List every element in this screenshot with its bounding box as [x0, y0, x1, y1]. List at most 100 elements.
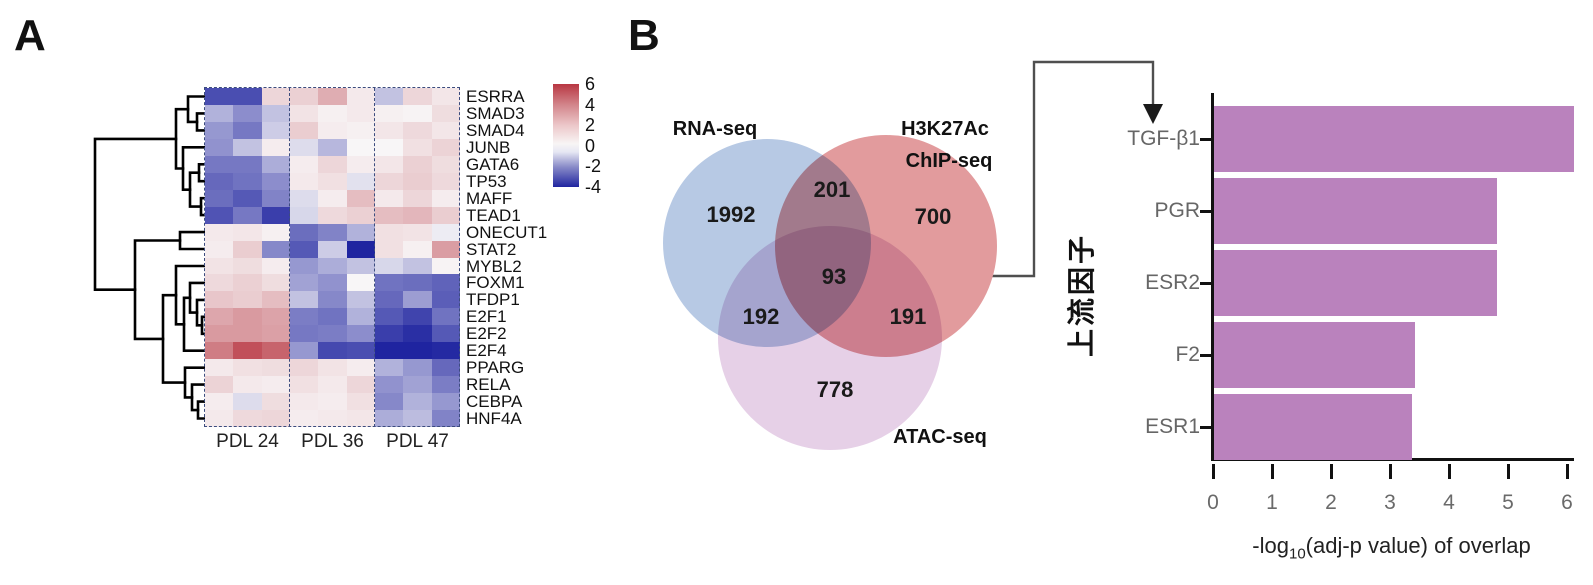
- heatmap-cell-RELA-c1: [233, 376, 262, 394]
- x-axis-tick-label: 0: [1207, 491, 1219, 514]
- x-axis-tick: [1270, 464, 1274, 479]
- heatmap-cell-CEBPA-c8: [431, 393, 460, 411]
- heatmap: [205, 88, 460, 427]
- heatmap-cell-RELA-c8: [431, 376, 460, 394]
- heatmap-cell-ONECUT1-c2: [261, 223, 290, 241]
- venn-count-all-three: 93: [821, 264, 847, 289]
- bar-chart-plot-area: [1211, 93, 1574, 461]
- heatmap-cell-STAT2-c7: [403, 240, 432, 258]
- heatmap-cell-ESRRA-c6: [375, 88, 404, 105]
- heatmap-cell-MYBL2-c5: [346, 257, 375, 275]
- heatmap-cell-TFDP1-c0: [205, 291, 234, 309]
- heatmap-cell-TEAD1-c7: [403, 206, 432, 224]
- gene-label: MYBL2: [466, 256, 522, 276]
- heatmap-cell-GATA6-c5: [346, 155, 375, 173]
- heatmap-cell-FOXM1-c4: [318, 274, 347, 292]
- heatmap-cell-SMAD3-c3: [290, 104, 319, 122]
- heatmap-cell-TP53-c4: [318, 172, 347, 190]
- bar-category-label: TGF-β1: [1127, 127, 1200, 150]
- heatmap-group-label: PDL 36: [301, 431, 364, 452]
- heatmap-cell-PPARG-c8: [431, 359, 460, 377]
- heatmap-cell-STAT2-c2: [261, 240, 290, 258]
- heatmap-cell-GATA6-c8: [431, 155, 460, 173]
- y-axis-tick: [1200, 281, 1211, 285]
- venn-set-label-h3k27ac: H3K27Ac: [901, 118, 989, 140]
- heatmap-cell-HNF4A-c3: [290, 410, 319, 427]
- bar-ESR2: [1214, 250, 1498, 316]
- bar-category-label: F2: [1175, 343, 1200, 366]
- heatmap-cell-SMAD3-c7: [403, 104, 432, 122]
- heatmap-cell-GATA6-c7: [403, 155, 432, 173]
- bar-y-axis-label: 上流因子: [1066, 233, 1097, 358]
- heatmap-cell-TP53-c5: [346, 172, 375, 190]
- heatmap-cell-STAT2-c1: [233, 240, 262, 258]
- heatmap-cell-GATA6-c4: [318, 155, 347, 173]
- heatmap-cell-E2F1-c3: [290, 308, 319, 326]
- venn-count-rna-chip: 201: [813, 177, 851, 202]
- heatmap-cell-TEAD1-c6: [375, 206, 404, 224]
- heatmap-cell-TFDP1-c8: [431, 291, 460, 309]
- x-axis-tick: [1211, 464, 1215, 479]
- heatmap-cell-TEAD1-c4: [318, 206, 347, 224]
- heatmap-cell-SMAD3-c2: [261, 104, 290, 122]
- heatmap-cell-RELA-c3: [290, 376, 319, 394]
- heatmap-cell-JUNB-c0: [205, 138, 234, 156]
- heatmap-cell-SMAD4-c1: [233, 121, 262, 139]
- heatmap-cell-E2F2-c1: [233, 325, 262, 343]
- heatmap-cell-TEAD1-c1: [233, 206, 262, 224]
- venn-count-chip-atac: 191: [889, 304, 927, 329]
- heatmap-cell-HNF4A-c7: [403, 410, 432, 427]
- heatmap-colorbar: [553, 84, 579, 187]
- colorbar-tick-label: 0: [585, 135, 596, 156]
- heatmap-cell-E2F2-c8: [431, 325, 460, 343]
- heatmap-cell-JUNB-c7: [403, 138, 432, 156]
- heatmap-cell-ONECUT1-c0: [205, 223, 234, 241]
- gene-label: ONECUT1: [466, 222, 548, 242]
- heatmap-cell-TP53-c7: [403, 172, 432, 190]
- bar-TGF-β1: [1214, 106, 1574, 172]
- heatmap-cell-ESRRA-c3: [290, 88, 319, 105]
- heatmap-cell-HNF4A-c5: [346, 410, 375, 427]
- heatmap-cell-ESRRA-c5: [346, 88, 375, 105]
- heatmap-cell-MYBL2-c8: [431, 257, 460, 275]
- heatmap-cell-MAFF-c6: [375, 189, 404, 207]
- heatmap-cell-MYBL2-c1: [233, 257, 262, 275]
- heatmap-cell-MYBL2-c2: [261, 257, 290, 275]
- heatmap-cell-JUNB-c2: [261, 138, 290, 156]
- panel-b-label: B: [628, 11, 660, 60]
- heatmap-cell-JUNB-c3: [290, 138, 319, 156]
- heatmap-cell-STAT2-c5: [346, 240, 375, 258]
- heatmap-cell-JUNB-c6: [375, 138, 404, 156]
- venn-count-rna-unique: 1992: [706, 202, 756, 227]
- heatmap-cell-E2F2-c2: [261, 325, 290, 343]
- heatmap-cell-FOXM1-c1: [233, 274, 262, 292]
- x-axis-tick: [1506, 464, 1510, 479]
- colorbar-tick-label: 2: [585, 115, 596, 136]
- heatmap-cell-E2F2-c4: [318, 325, 347, 343]
- heatmap-cell-CEBPA-c4: [318, 393, 347, 411]
- heatmap-cell-TEAD1-c8: [431, 206, 460, 224]
- venn-set-label-chip-seq: ChIP-seq: [905, 150, 993, 172]
- heatmap-cell-TFDP1-c1: [233, 291, 262, 309]
- y-axis-tick: [1200, 209, 1211, 213]
- heatmap-cell-TP53-c8: [431, 172, 460, 190]
- gene-label: TP53: [466, 171, 507, 191]
- heatmap-cell-FOXM1-c3: [290, 274, 319, 292]
- heatmap-cell-HNF4A-c0: [205, 410, 234, 427]
- bar-ESR1: [1214, 394, 1412, 460]
- x-axis-tick-label: 1: [1266, 491, 1278, 514]
- heatmap-cell-MAFF-c2: [261, 189, 290, 207]
- heatmap-cell-JUNB-c4: [318, 138, 347, 156]
- heatmap-cell-ONECUT1-c6: [375, 223, 404, 241]
- heatmap-cell-ESRRA-c8: [431, 88, 460, 105]
- colorbar-tick-label: 4: [585, 94, 596, 115]
- colorbar-tick-label: 6: [585, 74, 596, 94]
- gene-label: STAT2: [466, 239, 517, 259]
- heatmap-cell-SMAD4-c3: [290, 121, 319, 139]
- heatmap-cell-E2F2-c7: [403, 325, 432, 343]
- heatmap-cell-MYBL2-c4: [318, 257, 347, 275]
- heatmap-cell-SMAD3-c8: [431, 104, 460, 122]
- heatmap-cell-E2F4-c6: [375, 342, 404, 360]
- heatmap-cell-JUNB-c5: [346, 138, 375, 156]
- bar-F2: [1214, 322, 1415, 388]
